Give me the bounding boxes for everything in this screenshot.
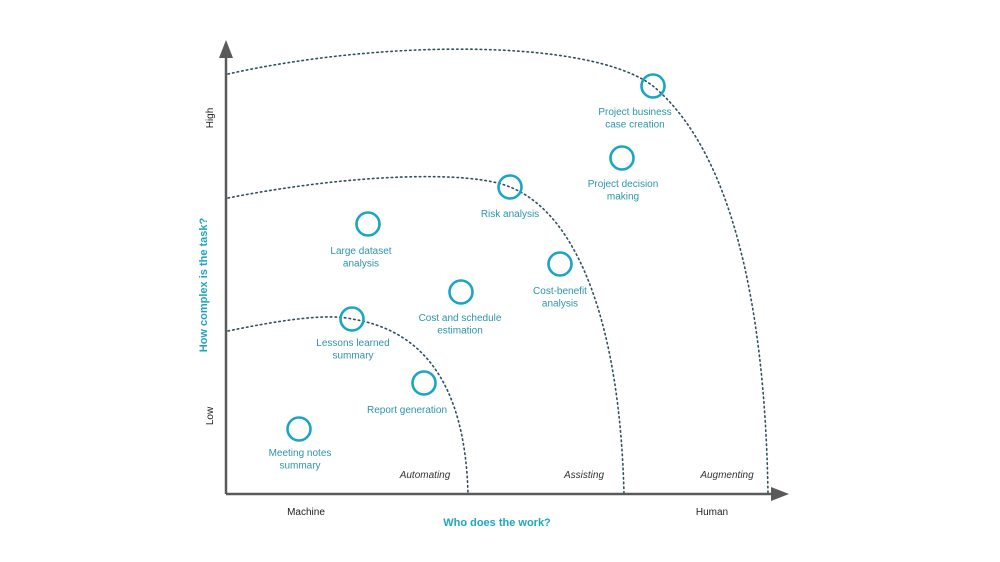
task-label: Report generation xyxy=(367,405,447,416)
task-label: Cost and schedule xyxy=(419,313,502,324)
task-marker-circle xyxy=(355,211,381,237)
task-item: Risk analysis xyxy=(481,174,539,220)
zone-label-assisting: Assisting xyxy=(563,470,604,481)
x-axis-title: Who does the work? xyxy=(443,517,551,529)
y-axis-high-label: High xyxy=(205,108,216,129)
task-item: Cost and schedule estimation xyxy=(419,279,502,337)
task-item: Large dataset analysis xyxy=(330,211,392,270)
assisting-boundary xyxy=(227,175,625,495)
x-axis-low-label: Machine xyxy=(287,507,325,518)
task-label: summary xyxy=(332,351,373,362)
task-label: Project business xyxy=(598,107,671,118)
task-item: Lessons learned summary xyxy=(316,306,390,362)
task-item: Project business case creation xyxy=(598,73,672,131)
task-marker-circle xyxy=(411,370,437,396)
x-axis-arrow-icon xyxy=(771,487,789,501)
task-item: Report generation xyxy=(367,370,447,416)
y-axis-title: How complex is the task? xyxy=(198,217,210,352)
task-marker-circle xyxy=(609,145,635,171)
task-label: Large dataset xyxy=(330,246,391,257)
task-marker-circle xyxy=(640,73,666,99)
task-label: summary xyxy=(279,461,320,472)
task-label: analysis xyxy=(343,259,379,270)
task-marker-circle xyxy=(286,416,312,442)
task-item: Meeting notes summary xyxy=(269,416,332,472)
task-label: estimation xyxy=(437,326,483,337)
task-label: analysis xyxy=(542,299,578,310)
task-item: Project decision making xyxy=(588,145,659,203)
task-label: Meeting notes xyxy=(269,448,332,459)
task-label: Cost-benefit xyxy=(533,286,587,297)
task-label: case creation xyxy=(605,120,664,131)
task-marker-circle xyxy=(448,279,474,305)
y-axis-low-label: Low xyxy=(205,406,216,425)
zone-label-augmenting: Augmenting xyxy=(699,470,754,481)
task-label: making xyxy=(607,192,639,203)
task-item: Cost-benefit analysis xyxy=(533,251,587,310)
task-label: Lessons learned xyxy=(316,338,389,349)
task-marker-circle xyxy=(497,174,523,200)
task-marker-circle xyxy=(339,306,365,332)
zone-label-automating: Automating xyxy=(399,470,451,481)
task-label: Risk analysis xyxy=(481,209,539,220)
task-marker-circle xyxy=(547,251,573,277)
y-axis-arrow-icon xyxy=(219,40,233,58)
task-label: Project decision xyxy=(588,179,659,190)
augmenting-boundary xyxy=(227,48,769,495)
x-axis-high-label: Human xyxy=(696,507,728,518)
